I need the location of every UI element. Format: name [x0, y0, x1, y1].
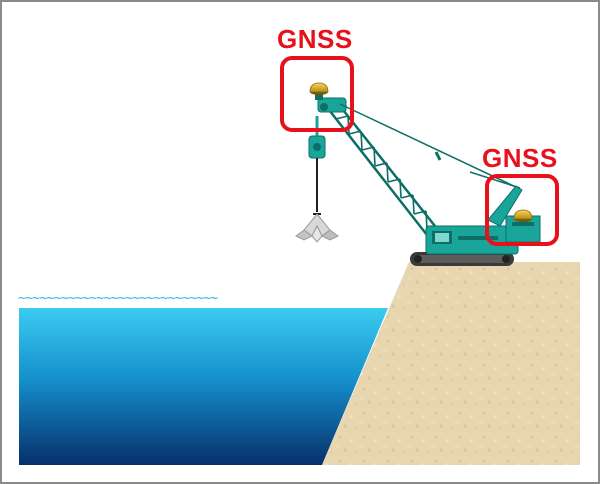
- tetrapod-block-icon: [295, 213, 339, 243]
- water-surface-waves: ~~~~~~~~~~~~~~~~~~~~~~~~~~~~: [18, 292, 218, 305]
- gnss-label-top: GNSS: [277, 24, 353, 54]
- crane-track: [410, 252, 514, 266]
- gnss-highlight-box-right: [485, 174, 559, 246]
- gnss-highlight-box-top: [280, 56, 354, 132]
- crane-icon: [308, 97, 541, 255]
- sea-water: [19, 308, 388, 465]
- ground-embankment: [322, 262, 580, 465]
- gnss-label-right: GNSS: [482, 143, 558, 173]
- gnss-antenna-icon: [309, 82, 329, 100]
- gnss-antenna-icon: [513, 209, 533, 226]
